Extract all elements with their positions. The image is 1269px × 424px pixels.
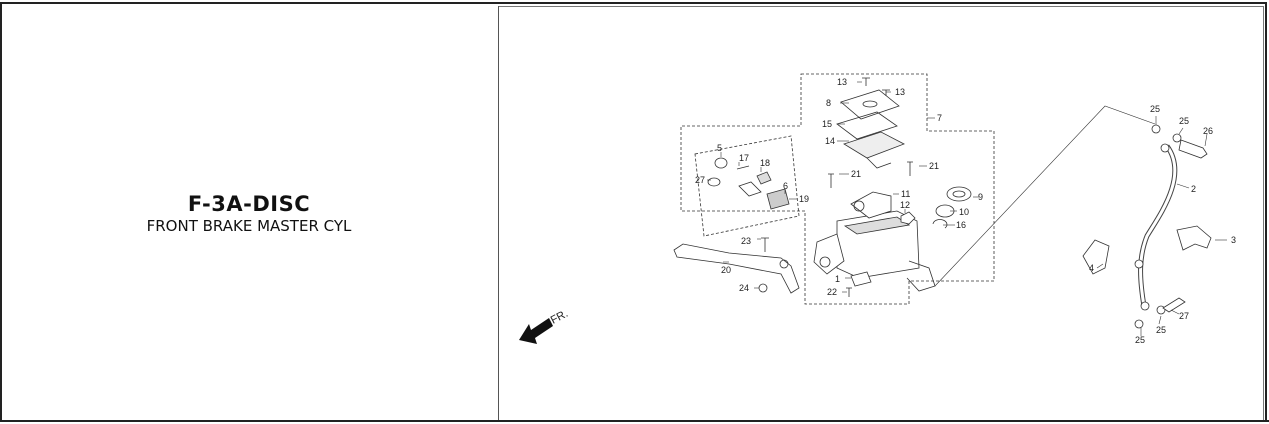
washer-icon bbox=[1151, 124, 1161, 134]
brake-switch-icon bbox=[850, 271, 872, 287]
hose-clamp-icon bbox=[1176, 225, 1212, 251]
diaphragm-plate-icon bbox=[836, 111, 898, 140]
front-direction-arrow-icon bbox=[519, 318, 553, 344]
callout-25a: 25 bbox=[1150, 104, 1160, 114]
callout-27b: 27 bbox=[1179, 311, 1189, 321]
screw-icon bbox=[846, 287, 852, 297]
callout-25b: 25 bbox=[1179, 116, 1189, 126]
callout-9: 9 bbox=[978, 192, 983, 202]
leader-lines-right bbox=[1096, 116, 1227, 336]
callout-7: 7 bbox=[937, 113, 942, 123]
callout-14: 14 bbox=[825, 136, 835, 146]
pivot-bolt-icon bbox=[761, 237, 769, 252]
circlip-icon bbox=[932, 219, 948, 229]
pivot-nut-icon bbox=[758, 283, 768, 293]
callout-10: 10 bbox=[959, 207, 969, 217]
washer-icon bbox=[1172, 133, 1182, 143]
title-block: F-3A-DISC FRONT BRAKE MASTER CYL bbox=[0, 192, 498, 235]
callout-8: 8 bbox=[826, 98, 831, 108]
callout-13b: 13 bbox=[895, 87, 905, 97]
diagram-panel-frame bbox=[499, 6, 1264, 420]
callout-3: 3 bbox=[1231, 235, 1236, 245]
screw-icon bbox=[862, 77, 890, 96]
brake-lever-icon bbox=[673, 243, 800, 294]
diaphragm-icon bbox=[843, 131, 905, 169]
callout-15: 15 bbox=[822, 119, 832, 129]
callout-13a: 13 bbox=[837, 77, 847, 87]
leader-lines bbox=[707, 81, 1156, 293]
diagram-code: F-3A-DISC bbox=[187, 192, 311, 216]
nut-icon bbox=[900, 211, 916, 225]
banjo-bolt-icon bbox=[1178, 139, 1208, 159]
piston-kit-outline bbox=[694, 135, 800, 237]
clamp-icon bbox=[850, 191, 892, 219]
callout-18: 18 bbox=[760, 158, 770, 168]
bolt-icon bbox=[828, 161, 913, 188]
callout-4: 4 bbox=[1089, 263, 1094, 273]
callout-26: 26 bbox=[1203, 126, 1213, 136]
callout-12: 12 bbox=[900, 200, 910, 210]
parts-diagram: FR. 13 13 8 15 14 7 5 17 18 27 6 19 21 2… bbox=[519, 73, 1236, 345]
callout-22: 22 bbox=[827, 287, 837, 297]
callout-17: 17 bbox=[739, 153, 749, 163]
callout-16: 16 bbox=[956, 220, 966, 230]
banjo-bolt-icon bbox=[1162, 297, 1186, 313]
callout-24: 24 bbox=[739, 283, 749, 293]
callout-21a: 21 bbox=[851, 169, 861, 179]
callout-25c: 25 bbox=[1156, 325, 1166, 335]
brake-hose-icon bbox=[1134, 143, 1178, 311]
callout-11: 11 bbox=[901, 189, 910, 199]
callout-27a: 27 bbox=[695, 175, 705, 185]
callout-19: 19 bbox=[799, 194, 809, 204]
boot-icon bbox=[946, 186, 972, 202]
callout-6: 6 bbox=[783, 181, 788, 191]
piston-parts-icon bbox=[707, 157, 790, 210]
callout-2: 2 bbox=[1191, 184, 1196, 194]
washer-icon bbox=[1134, 319, 1144, 329]
callout-20: 20 bbox=[721, 265, 731, 275]
callout-25d: 25 bbox=[1135, 335, 1145, 345]
reservoir-cap-icon bbox=[840, 89, 900, 120]
master-cylinder-body-icon bbox=[813, 210, 936, 292]
assembly-7-outline bbox=[680, 73, 995, 305]
callout-21b: 21 bbox=[929, 161, 939, 171]
callout-23: 23 bbox=[741, 236, 751, 246]
panel-divider bbox=[498, 6, 499, 420]
front-direction-label: FR. bbox=[549, 308, 570, 327]
bottom-border bbox=[0, 420, 1269, 422]
callout-1: 1 bbox=[835, 274, 840, 284]
callout-numbers: 13 13 8 15 14 7 5 17 18 27 6 19 21 21 11… bbox=[695, 77, 1236, 345]
diagram-name: FRONT BRAKE MASTER CYL bbox=[146, 217, 352, 235]
callout-5: 5 bbox=[717, 143, 722, 153]
hose-guide-icon bbox=[1082, 239, 1110, 275]
